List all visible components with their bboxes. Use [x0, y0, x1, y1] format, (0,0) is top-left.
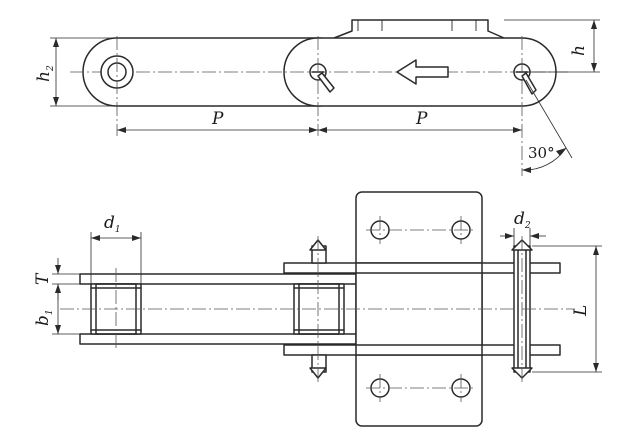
- l-label: L: [571, 305, 591, 317]
- top-view: h2 h P P 30°: [34, 19, 600, 176]
- direction-arrow-icon: [396, 59, 449, 85]
- d1-label: d1: [104, 213, 121, 235]
- inner-plate-bottom: [79, 333, 357, 345]
- angle-label: 30°: [528, 144, 555, 162]
- d2-label: d2: [514, 209, 531, 231]
- h-label: h: [569, 45, 589, 56]
- attachment-tab: [333, 19, 505, 39]
- bottom-view: d1 d2 T b1 L: [33, 191, 602, 427]
- attachment-holes: [366, 216, 475, 402]
- t-label: T: [33, 272, 53, 285]
- pitch-label-right: P: [415, 109, 428, 129]
- h2-label: h2: [34, 65, 56, 82]
- inner-plate-top: [79, 273, 357, 285]
- angle-ray: [525, 79, 573, 159]
- b1-label: b1: [33, 309, 55, 326]
- pitch-label-left: P: [211, 109, 224, 129]
